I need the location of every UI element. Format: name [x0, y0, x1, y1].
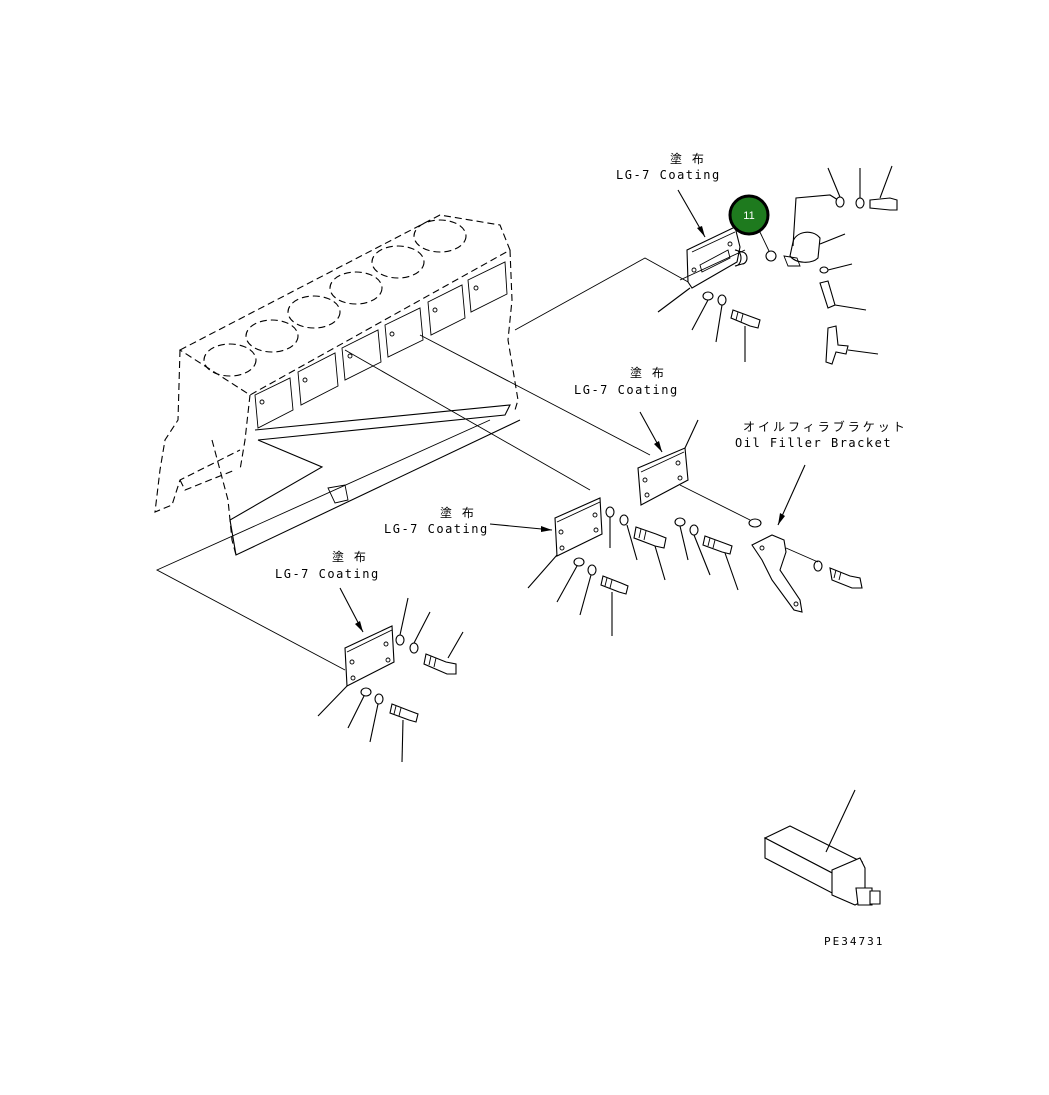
engine-block	[154, 214, 521, 556]
label-oil-filler-bracket: オイルフィラブラケット Oil Filler Bracket	[735, 419, 908, 450]
label-coating-top: 塗 布 LG-7 Coating	[616, 151, 721, 182]
coating-en-label: LG-7 Coating	[574, 383, 679, 397]
coating-jp-label: 塗 布	[332, 549, 369, 564]
coating-en-label: LG-7 Coating	[384, 522, 489, 536]
label-coating-center: 塗 布 LG-7 Coating	[384, 505, 489, 536]
coating-jp-label: 塗 布	[670, 151, 707, 166]
coating-en-label: LG-7 Coating	[616, 168, 721, 182]
callout-number: 11	[743, 210, 754, 222]
block-side-ports	[254, 261, 508, 429]
coating-jp-label: 塗 布	[630, 365, 667, 380]
drawing-code: PE34731	[824, 935, 884, 948]
coating-jp-label: 塗 布	[440, 505, 477, 520]
callout-badge[interactable]: 11	[728, 194, 770, 236]
alignment-lines	[155, 257, 751, 671]
lower-left-cover-assembly	[317, 587, 464, 763]
top-cover-assembly	[657, 165, 898, 365]
shaft-tool	[763, 789, 881, 906]
oil-filler-bracket	[751, 464, 863, 613]
center-cover-assembly	[489, 497, 667, 636]
middle-right-cover-assembly	[637, 411, 762, 591]
label-coating-middle-right: 塗 布 LG-7 Coating	[574, 365, 679, 397]
oil-filler-jp-label: オイルフィラブラケット	[743, 419, 908, 434]
cylinder-bores	[203, 219, 467, 377]
coating-en-label: LG-7 Coating	[275, 567, 380, 581]
label-coating-lower-left: 塗 布 LG-7 Coating	[275, 549, 380, 581]
callout-circle[interactable]	[728, 194, 770, 236]
oil-filler-en-label: Oil Filler Bracket	[735, 436, 892, 450]
